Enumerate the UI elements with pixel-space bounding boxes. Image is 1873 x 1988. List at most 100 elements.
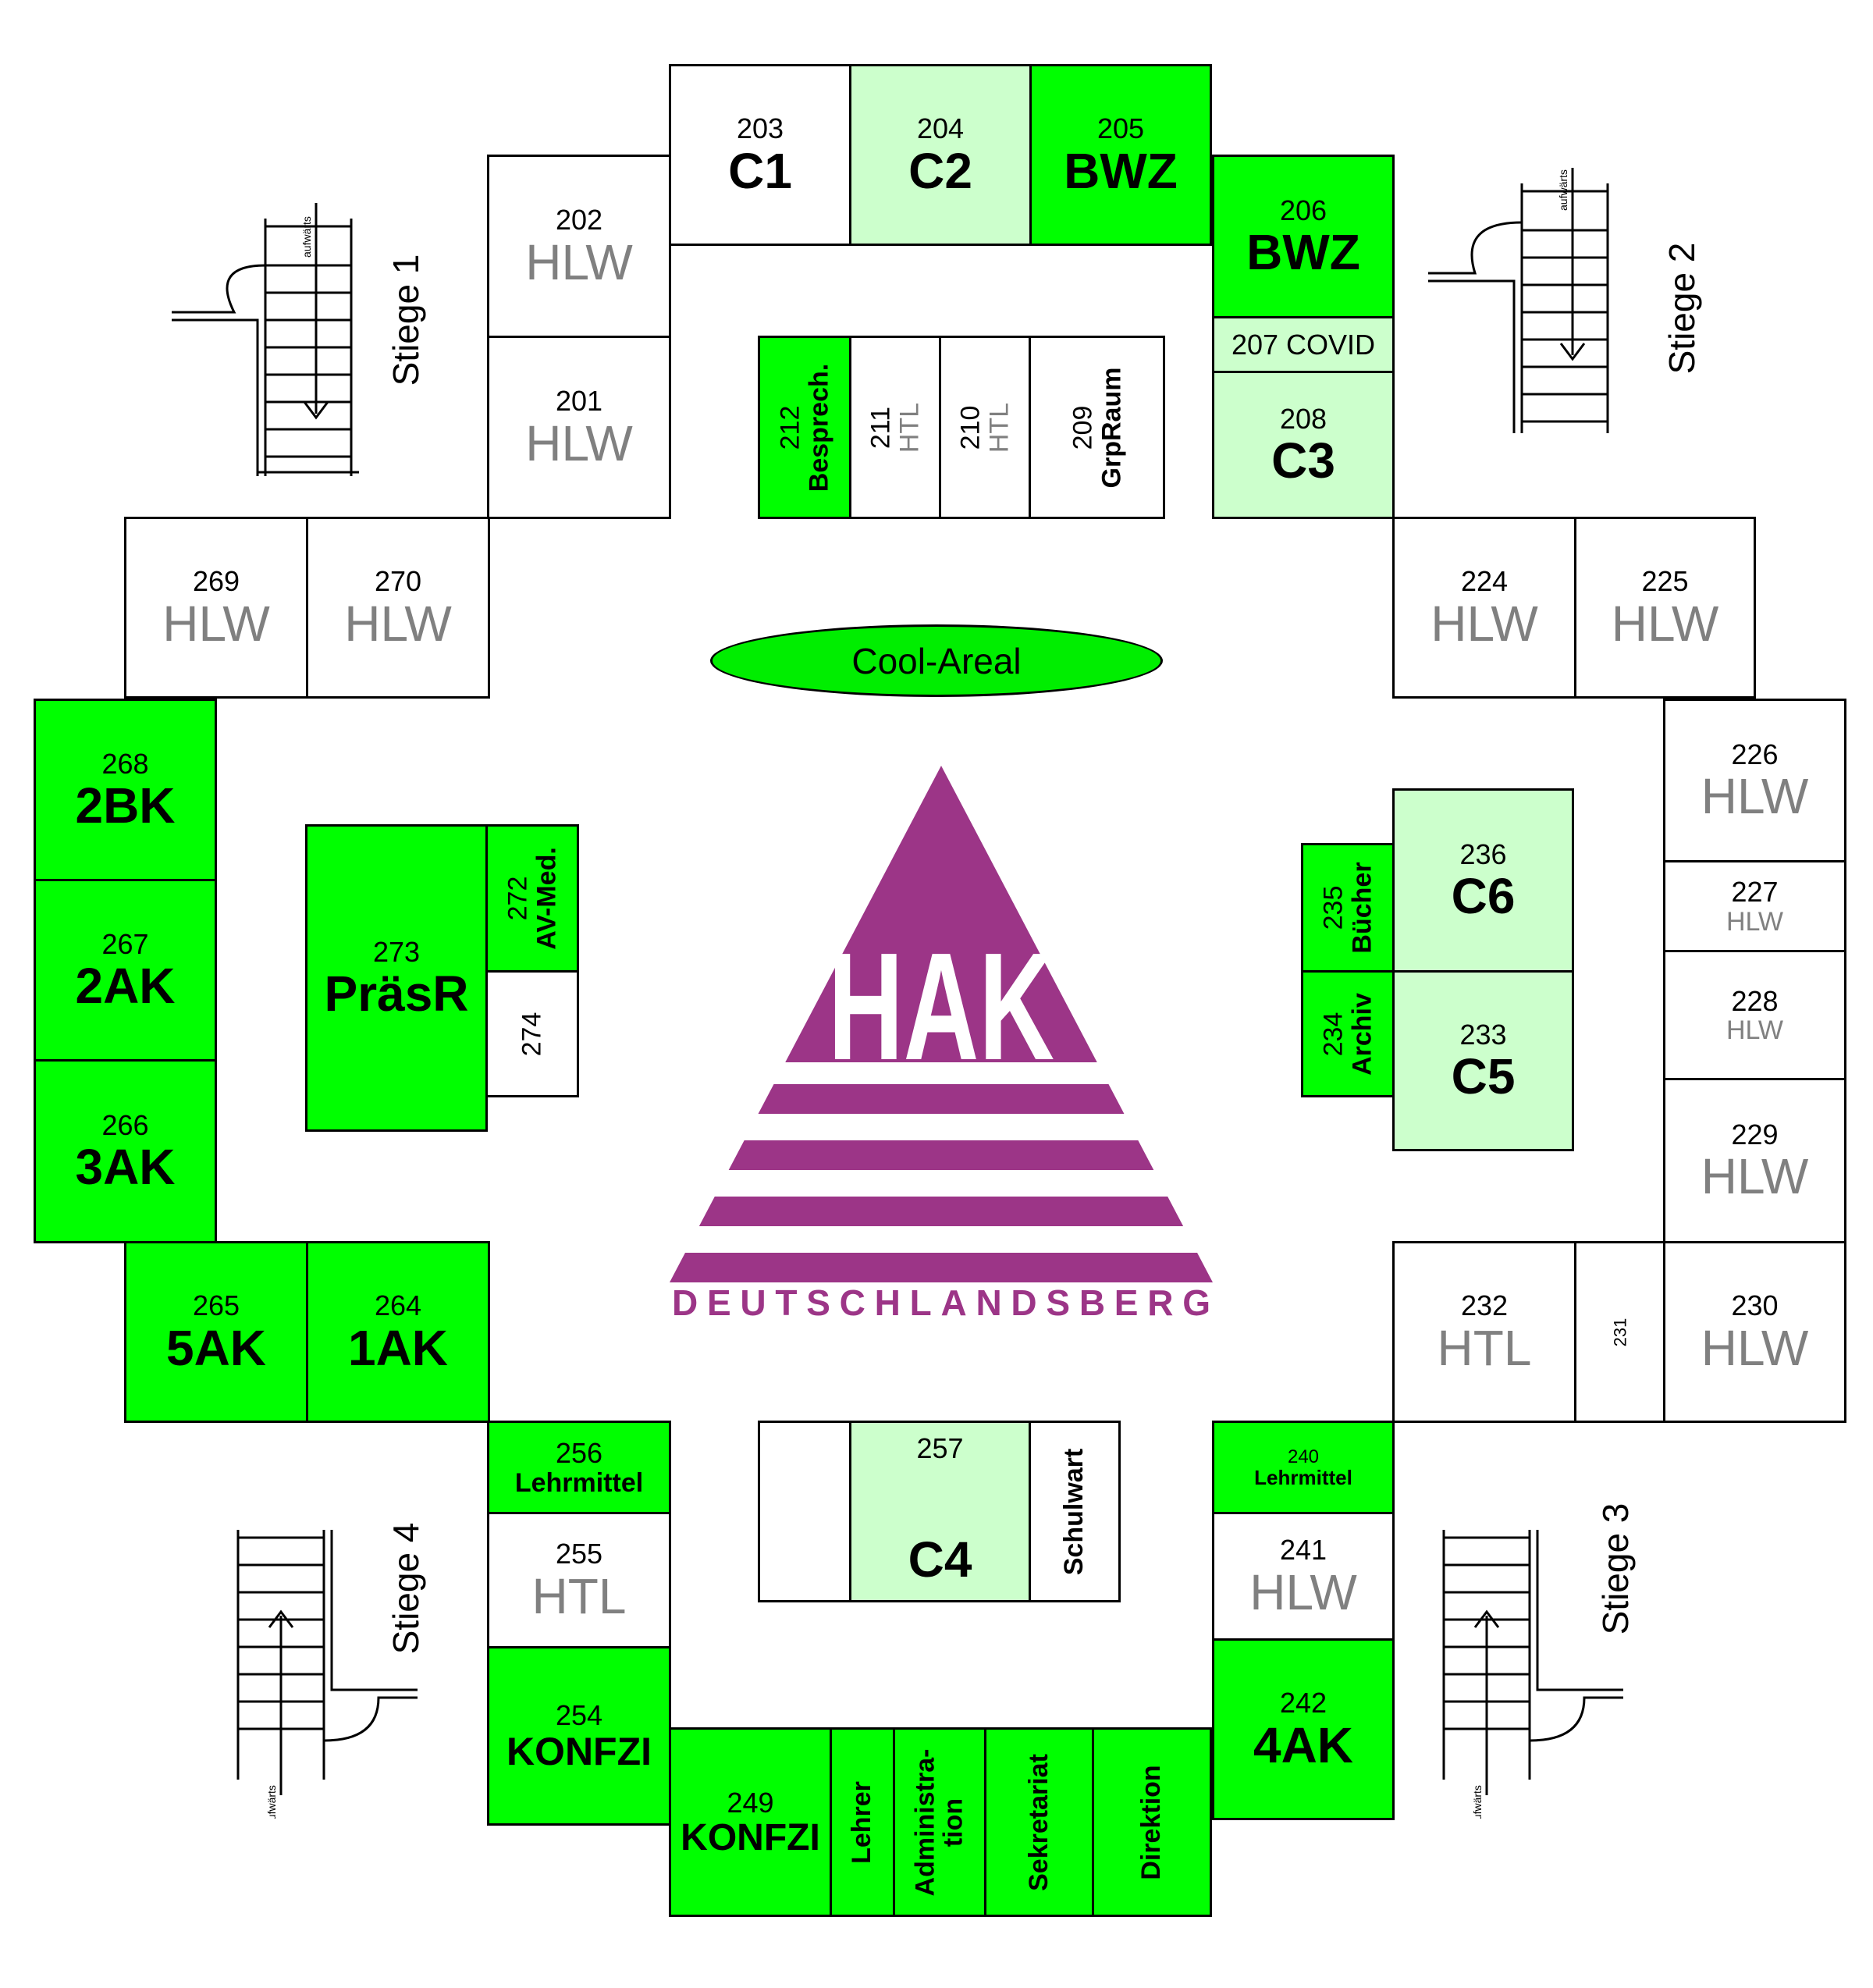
room-242[interactable]: 242 4AK — [1212, 1638, 1395, 1820]
stairs-2[interactable]: aufwärts — [1420, 144, 1623, 441]
room-text: Lehrer — [847, 1781, 876, 1864]
room-225[interactable]: 225 HLW — [1574, 517, 1756, 699]
room-label: HLW — [1701, 1148, 1809, 1205]
room-241[interactable]: 241 HLW — [1212, 1512, 1395, 1641]
room-234[interactable]: 234 Archiv — [1301, 970, 1395, 1097]
room-label: C5 — [1451, 1048, 1516, 1105]
room-number: 230 — [1731, 1289, 1779, 1322]
room-number: 232 — [1460, 1289, 1509, 1322]
room-number: 226 — [1731, 738, 1779, 770]
room-226[interactable]: 226 HLW — [1663, 699, 1846, 862]
room-266[interactable]: 266 3AK — [34, 1059, 217, 1243]
room-205[interactable]: 205 BWZ — [1029, 64, 1212, 246]
room-schulwart[interactable]: Schulwart — [1029, 1421, 1121, 1602]
room-212[interactable]: 212 Besprech. — [758, 336, 851, 519]
room-number: 201 — [555, 385, 603, 418]
room-231[interactable]: 231 — [1574, 1241, 1665, 1423]
room-256[interactable]: 256 Lehrmittel — [487, 1421, 671, 1514]
room-270[interactable]: 270 HLW — [306, 517, 490, 699]
room-268[interactable]: 268 2BK — [34, 699, 217, 881]
stairs-3[interactable]: aufwärts — [1428, 1522, 1631, 1819]
logo-hak-text: HAK — [828, 921, 1054, 1092]
room-text: 211 HTL — [866, 402, 925, 452]
room-number: 236 — [1459, 838, 1507, 870]
room-209[interactable]: 209 GrpRaum — [1029, 336, 1165, 519]
room-administration[interactable]: Administra- tion — [893, 1727, 986, 1917]
stairs-4[interactable]: aufwärts — [222, 1522, 425, 1819]
room-number: 240 — [1287, 1446, 1320, 1467]
room-232[interactable]: 232 HTL — [1392, 1241, 1576, 1423]
room-number: 254 — [555, 1699, 603, 1732]
room-label: HTL — [1437, 1319, 1532, 1376]
room-label: HLW — [1249, 1563, 1357, 1620]
room-label: HTL — [531, 1567, 627, 1624]
room-label: C1 — [728, 142, 792, 199]
room-264[interactable]: 264 1AK — [306, 1241, 490, 1423]
room-text: 209 GrpRaum — [1068, 367, 1126, 488]
room-number: 265 — [192, 1289, 240, 1322]
room-255[interactable]: 255 HTL — [487, 1512, 671, 1648]
cool-areal[interactable]: Cool-Areal — [710, 624, 1163, 697]
room-label: Lehrmittel — [514, 1467, 644, 1498]
room-240[interactable]: 240 Lehrmittel — [1212, 1421, 1395, 1514]
room-blank[interactable] — [758, 1421, 851, 1602]
room-233[interactable]: 233 C5 — [1392, 970, 1574, 1151]
room-number: 268 — [101, 747, 149, 780]
room-228[interactable]: 228 HLW — [1663, 950, 1846, 1080]
room-number: 203 — [736, 112, 784, 145]
room-number: 266 — [101, 1108, 149, 1141]
room-211[interactable]: 211 HTL — [849, 336, 941, 519]
room-265[interactable]: 265 5AK — [124, 1241, 308, 1423]
room-207[interactable]: 207 COVID — [1212, 316, 1395, 373]
room-label: GrpRaum — [1096, 367, 1127, 488]
room-label: 4AK — [1253, 1716, 1354, 1773]
room-label: Besprech. — [804, 363, 834, 492]
room-236[interactable]: 236 C6 — [1392, 788, 1574, 973]
room-227[interactable]: 227 HLW — [1663, 860, 1846, 952]
room-direktion[interactable]: Direktion — [1092, 1727, 1212, 1917]
room-230[interactable]: 230 HLW — [1663, 1241, 1846, 1423]
room-272[interactable]: 272 AV-Med. — [485, 824, 579, 973]
room-249[interactable]: 249 KONFZI — [669, 1727, 832, 1917]
room-label: HTL — [894, 402, 925, 453]
room-number: 242 — [1279, 1687, 1327, 1719]
room-number: 257 — [916, 1432, 964, 1464]
room-201[interactable]: 201 HLW — [487, 336, 671, 519]
room-number: 228 — [1731, 984, 1779, 1017]
stairs-4-label: Stiege 4 — [386, 1522, 426, 1655]
room-235[interactable]: 235 Bücher — [1301, 843, 1395, 973]
room-number: 267 — [101, 927, 149, 960]
room-sekretariat[interactable]: Sekretariat — [984, 1727, 1094, 1917]
room-label: HTL — [984, 402, 1015, 453]
room-label: KONFZI — [506, 1730, 652, 1774]
room-229[interactable]: 229 HLW — [1663, 1078, 1846, 1243]
stairs-1-note: aufwärts — [300, 216, 313, 258]
room-202[interactable]: 202 HLW — [487, 155, 671, 338]
room-257[interactable]: 257 C4 — [849, 1421, 1031, 1602]
room-204[interactable]: 204 C2 — [849, 64, 1032, 246]
stairs-1[interactable]: aufwärts — [164, 180, 367, 476]
room-text: 212 Besprech. — [776, 363, 834, 491]
room-label: 1AK — [347, 1319, 449, 1376]
room-label: HLW — [1431, 595, 1538, 652]
room-206[interactable]: 206 BWZ — [1212, 155, 1395, 318]
room-number: 231 — [1609, 1318, 1630, 1346]
room-203[interactable]: 203 C1 — [669, 64, 851, 246]
room-text: 235 Bücher — [1319, 862, 1377, 953]
room-210[interactable]: 210 HTL — [939, 336, 1031, 519]
room-208[interactable]: 208 C3 — [1212, 371, 1395, 519]
room-267[interactable]: 267 2AK — [34, 879, 217, 1062]
room-lehrer[interactable]: Lehrer — [830, 1727, 895, 1917]
room-269[interactable]: 269 HLW — [124, 517, 308, 699]
room-label: HLW — [1726, 906, 1784, 937]
room-number: 229 — [1731, 1118, 1779, 1150]
stairs-1-label: Stiege 1 — [386, 254, 426, 386]
room-text: Direktion — [1136, 1765, 1166, 1880]
room-label: Bücher — [1347, 862, 1377, 954]
logo-subtitle: DEUTSCHLANDSBERG — [672, 1282, 1210, 1323]
room-254[interactable]: 254 KONFZI — [487, 1646, 671, 1826]
room-224[interactable]: 224 HLW — [1392, 517, 1576, 699]
room-273[interactable]: 273 PräsR — [305, 824, 488, 1132]
room-number: 273 — [372, 935, 421, 968]
room-274[interactable]: 274 — [485, 970, 579, 1097]
